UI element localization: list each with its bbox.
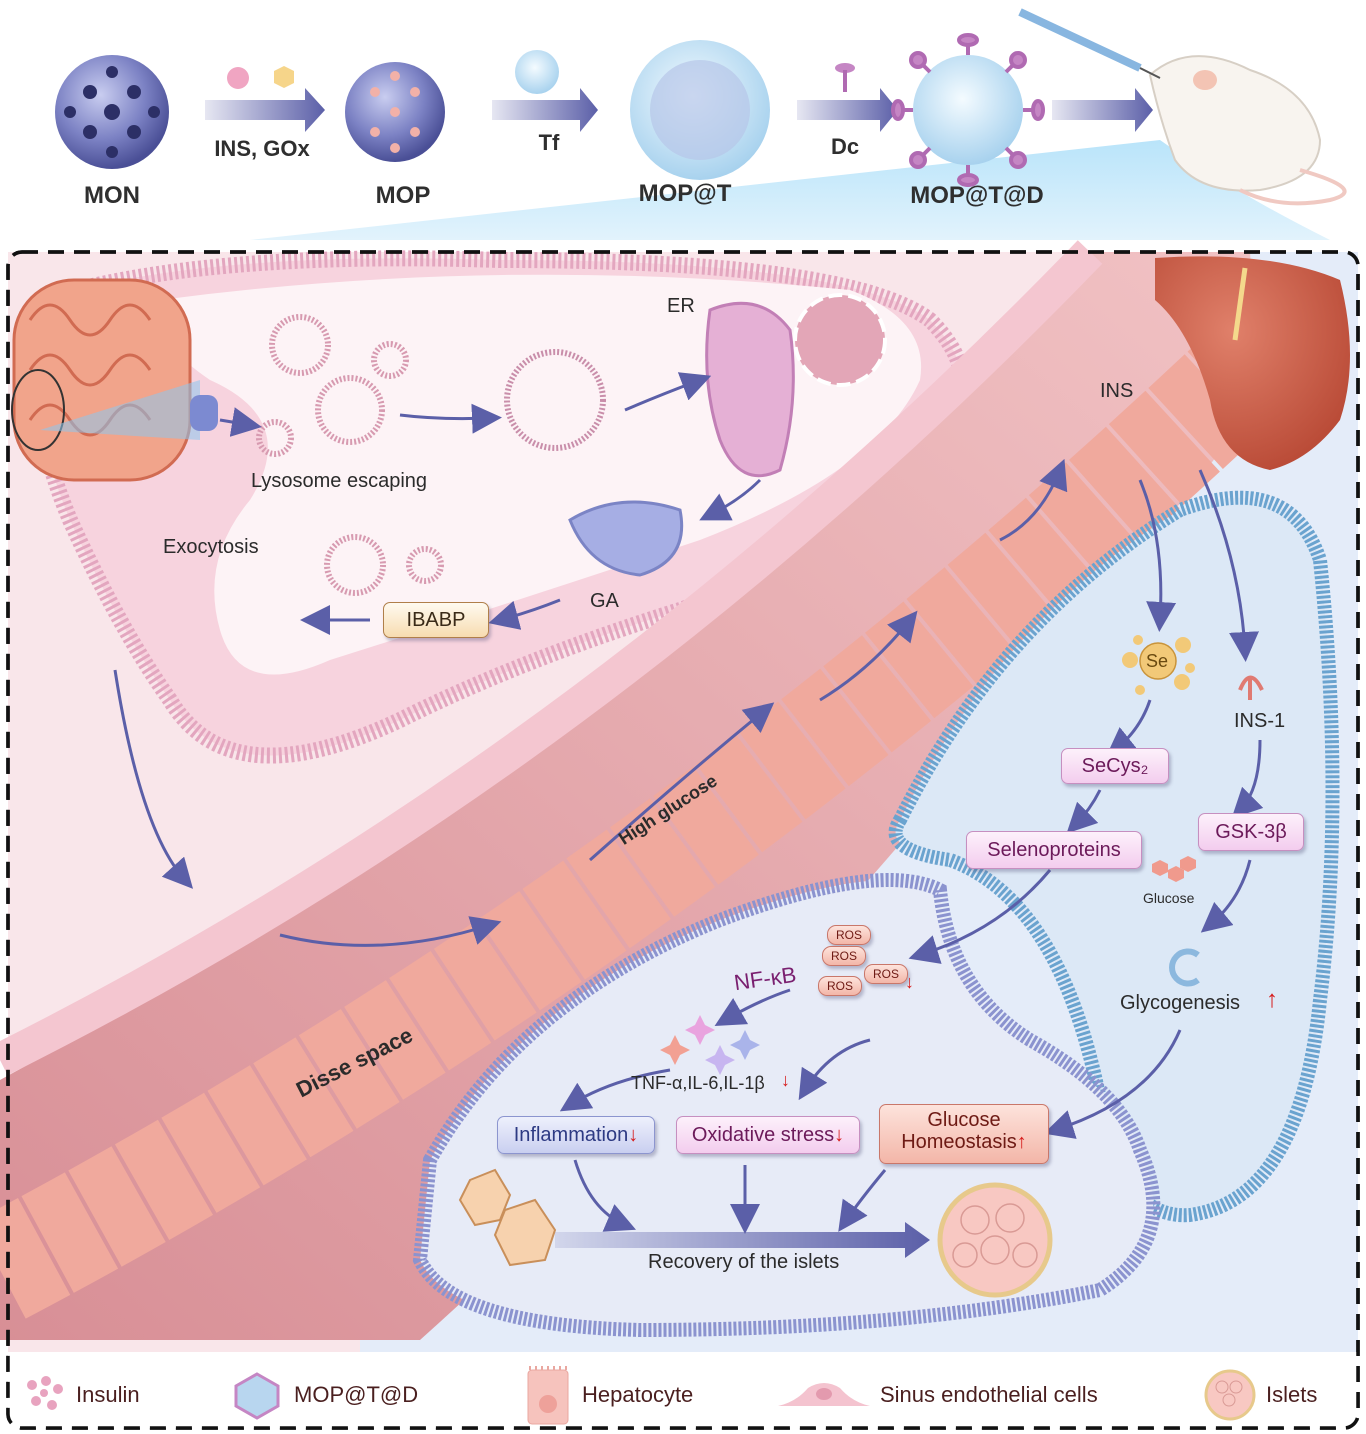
reagent-tf-label: Tf [538,130,560,155]
hepatocyte-row [0,290,1329,1319]
synthesis-arrows [205,88,1153,132]
pathway-arrows [113,372,1264,1234]
sinusoid [0,252,1260,1340]
glucose-homeostasis-box: Glucose Homeostasis↑ [879,1104,1049,1164]
exocytosis-label: Exocytosis [163,536,259,558]
insulin-molecule-icon [227,67,249,89]
glucose-homeostasis-line2: Homeostasis [901,1131,1017,1153]
legend-insulin-label: Insulin [76,1382,140,1407]
mouse-icon [1148,55,1347,206]
cytokines-label: TNF-α,IL-6,IL-1β [631,1073,765,1093]
legend-hepatocyte: Hepatocyte [522,1366,694,1425]
secys2-box: SeCys₂ [1061,748,1169,784]
oxidative-stress-box: Oxidative stress↓ [676,1116,860,1154]
step-mop-t-d-label: MOP@T@D [910,182,1044,209]
zoom-beam [250,140,1330,240]
legend-hepatocyte-label: Hepatocyte [582,1382,694,1407]
cytokines-down-arrow: ↓ [781,1070,790,1090]
glucose-molecule-icon [1152,856,1196,882]
mop-t-d-sphere [891,33,1045,187]
se-label: Se [1146,651,1169,671]
reagent-ins-gox-label: INS, GOx [214,136,310,161]
selenoproteins-box: Selenoproteins [966,831,1142,869]
legend-endothelial-label: Sinus endothelial cells [880,1382,1098,1407]
sinus-endothelium [0,240,1103,1076]
glucose-homeostasis-up-arrow: ↑ [1016,1131,1027,1153]
reagent-dc-label: Dc [830,134,860,159]
legend-background [8,1352,1358,1428]
er-label: ER [667,295,695,317]
glucose-label: Glucose [1143,890,1195,906]
ros-down-arrow: ↓ [905,972,914,992]
ibabp-box: IBABP [383,602,489,638]
lysosome-escaping-label: Lysosome escaping [251,470,428,492]
golgi-icon [568,500,684,577]
glycogenesis-up-arrow: ↑ [1266,986,1278,1013]
syringe-icon [1018,8,1161,79]
legend-islets: Islets [1202,1369,1318,1421]
lysosome-vesicles [256,314,606,596]
nanoparticle-icon [234,1372,280,1420]
dc-peptide-icon [835,63,855,92]
inflammation-box: Inflammation↓ [497,1116,655,1154]
ros-badge: ROS [822,946,866,966]
ros-badge: ROS [827,925,871,945]
ga-label: GA [590,590,619,612]
liver-ligament [1232,267,1248,341]
selenium-icon [1122,635,1195,695]
tf-coating-icon [515,50,559,94]
islet-icon [1204,1369,1256,1421]
gsk3b-box: GSK-3β [1198,813,1304,851]
legend-nanoparticle: MOP@T@D [228,1370,418,1420]
intestine-icon [11,278,200,482]
damaged-islet-icons [458,1168,557,1267]
step-mon-label: MON [84,182,140,209]
recovery-label: Recovery of the islets [648,1251,840,1273]
legend-islets-label: Islets [1266,1382,1318,1407]
legend-insulin: Insulin [20,1370,140,1420]
recovery-arrow [555,1222,930,1258]
glycogenesis-label: Glycogenesis [1120,992,1241,1014]
ins-label: INS [1100,380,1134,402]
step-mop-t-label: MOP@T [638,180,732,207]
glucose-homeostasis-line1: Glucose [927,1109,1001,1131]
glycogen-icon [1169,948,1200,987]
oxidative-stress-label: Oxidative stress [691,1124,835,1146]
oxidative-stress-down-arrow: ↓ [834,1124,845,1146]
ros-badge: ROS [864,964,908,984]
inflammation-down-arrow: ↓ [628,1124,639,1146]
step-mop-label: MOP [375,182,431,209]
ins1-label: INS-1 [1234,710,1286,732]
healthy-islet-icon [937,1182,1053,1298]
ins-receptor-icon [1238,675,1264,700]
liver-icon [1155,256,1350,470]
legend-nanoparticle-label: MOP@T@D [294,1382,419,1407]
mop-sphere [345,62,445,162]
mon-sphere [55,55,169,169]
ros-badge: ROS [818,976,862,996]
receptor-icon [190,395,218,431]
cytokine-icons [660,1015,760,1075]
insulin-icon [27,1376,63,1410]
hepatocyte-icon [527,1366,569,1425]
mop-t-sphere [630,40,770,180]
legend-endothelial: Sinus endothelial cells [776,1370,1098,1420]
inflammation-label: Inflammation [513,1124,629,1146]
nucleus-icon [793,293,887,387]
endothelial-cell-icon [778,1383,870,1406]
gox-molecule-icon [274,66,294,88]
